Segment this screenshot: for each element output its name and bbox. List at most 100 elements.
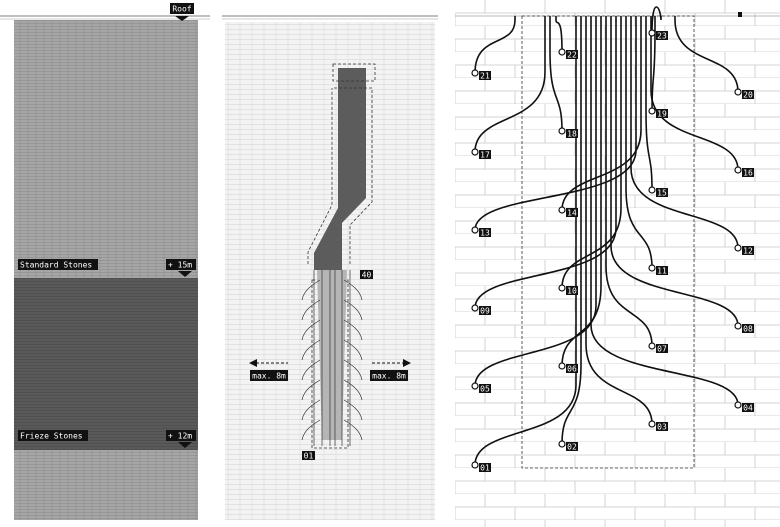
roof-label: Roof [172, 5, 191, 14]
fan-region [317, 270, 347, 440]
corner-mark [738, 12, 742, 17]
node-11-label: 11 [657, 267, 667, 276]
cable-bundle [314, 88, 366, 270]
node-17-label: 17 [480, 151, 490, 160]
detail-nodes: 0102030405060708091011121314151617181920… [471, 29, 754, 473]
node-23-tag [656, 31, 668, 40]
node-40-tag: 40 [360, 270, 373, 280]
frieze-stones-label: Frieze Stones [20, 432, 83, 441]
roof-marker: Roof [170, 3, 194, 21]
node-05-ring [471, 382, 479, 390]
node-18-label: 18 [567, 130, 577, 139]
cable-10 [561, 16, 622, 289]
node-08-ring [734, 322, 742, 330]
node-13-ring [471, 226, 479, 234]
cable-14 [561, 16, 642, 211]
node-05-label: 05 [480, 385, 490, 394]
node-01-label: 01 [304, 452, 314, 461]
node-21-tag [479, 71, 491, 80]
roof-marker-arrow [175, 16, 189, 21]
cable-12 [630, 16, 739, 249]
detail-box-outline [521, 15, 695, 469]
node-06-ring [558, 362, 566, 370]
node-22-ring [558, 48, 566, 56]
node-05-tag [479, 384, 491, 393]
node-21-ring [471, 69, 479, 77]
frieze-stones-area [14, 450, 198, 520]
node-20-label: 20 [743, 91, 753, 100]
cable-20 [674, 16, 739, 93]
node-03-label: 03 [657, 423, 667, 432]
node-07-tag [656, 344, 668, 353]
cable-03 [585, 16, 653, 425]
node-23-ring [648, 29, 656, 37]
cable-23 [651, 6, 662, 34]
node-18-tag [566, 129, 578, 138]
node-06-label: 06 [567, 365, 577, 374]
cable-04 [590, 16, 739, 406]
node-16-ring [734, 166, 742, 174]
standard-marker-arrow [178, 271, 192, 277]
fan-cables [301, 270, 363, 446]
node-12-ring [734, 244, 742, 252]
dark-stones-area [14, 278, 198, 450]
node-09-ring [471, 304, 479, 312]
cable-02 [561, 16, 582, 445]
node-15-ring [648, 186, 656, 194]
cable-15 [645, 16, 653, 191]
node-10-label: 10 [567, 287, 577, 296]
wall-detail-background [455, 0, 780, 527]
node-40-label: 40 [362, 271, 372, 280]
frieze-stones-marker: Frieze Stones + 12m [18, 430, 196, 448]
cable-17 [474, 16, 546, 153]
node-02-ring [558, 440, 566, 448]
detail-panel: 0102030405060708091011121314151617181920… [455, 0, 780, 527]
node-19-ring [648, 107, 656, 115]
right-extent: max. 8m [370, 359, 411, 381]
node-12-label: 12 [743, 247, 753, 256]
node-17-tag [479, 150, 491, 159]
cable-bundle-top [338, 68, 366, 88]
node-04-label: 04 [743, 404, 753, 413]
node-01-tag: 01 [302, 451, 315, 461]
node-19-tag [656, 109, 668, 118]
right-extent-label: max. 8m [372, 372, 406, 381]
bundle-outline [307, 87, 373, 264]
cable-07 [605, 16, 653, 347]
node-16-label: 16 [743, 169, 753, 178]
node-06-tag [566, 364, 578, 373]
node-02-tag [566, 442, 578, 451]
node-16-tag [742, 168, 754, 177]
node-03-ring [648, 420, 656, 428]
node-17-ring [471, 148, 479, 156]
cable-21 [474, 16, 516, 74]
node-14-tag [566, 208, 578, 217]
standard-stones-label: Standard Stones [20, 261, 92, 270]
frieze-marker-arrow [178, 442, 192, 448]
node-08-label: 08 [743, 325, 753, 334]
node-11-ring [648, 264, 656, 272]
left-arrow-head [249, 359, 257, 367]
node-14-label: 14 [567, 209, 577, 218]
frieze-stones-height: + 12m [168, 432, 192, 441]
node-03-tag [656, 422, 668, 431]
standard-stones-area [14, 20, 198, 278]
node-10-tag [566, 286, 578, 295]
left-extent-label: max. 8m [252, 372, 286, 381]
node-13-tag [479, 228, 491, 237]
node-15-label: 15 [657, 189, 667, 198]
cable-08 [610, 16, 739, 327]
node-15-tag [656, 188, 668, 197]
cable-09 [474, 16, 617, 309]
top-box-outline [332, 63, 376, 82]
left-extent: max. 8m [249, 359, 288, 381]
elevation-panel: Roof Standard Stones + 15m Frieze Stones… [0, 3, 210, 520]
node-02-label: 02 [567, 443, 577, 452]
detail-cables [474, 6, 739, 466]
cable-11 [625, 16, 653, 269]
node-07-label: 07 [657, 345, 667, 354]
cable-06 [561, 16, 602, 367]
node-01-label: 01 [480, 464, 490, 473]
node-12-tag [742, 246, 754, 255]
node-07-ring [648, 342, 656, 350]
